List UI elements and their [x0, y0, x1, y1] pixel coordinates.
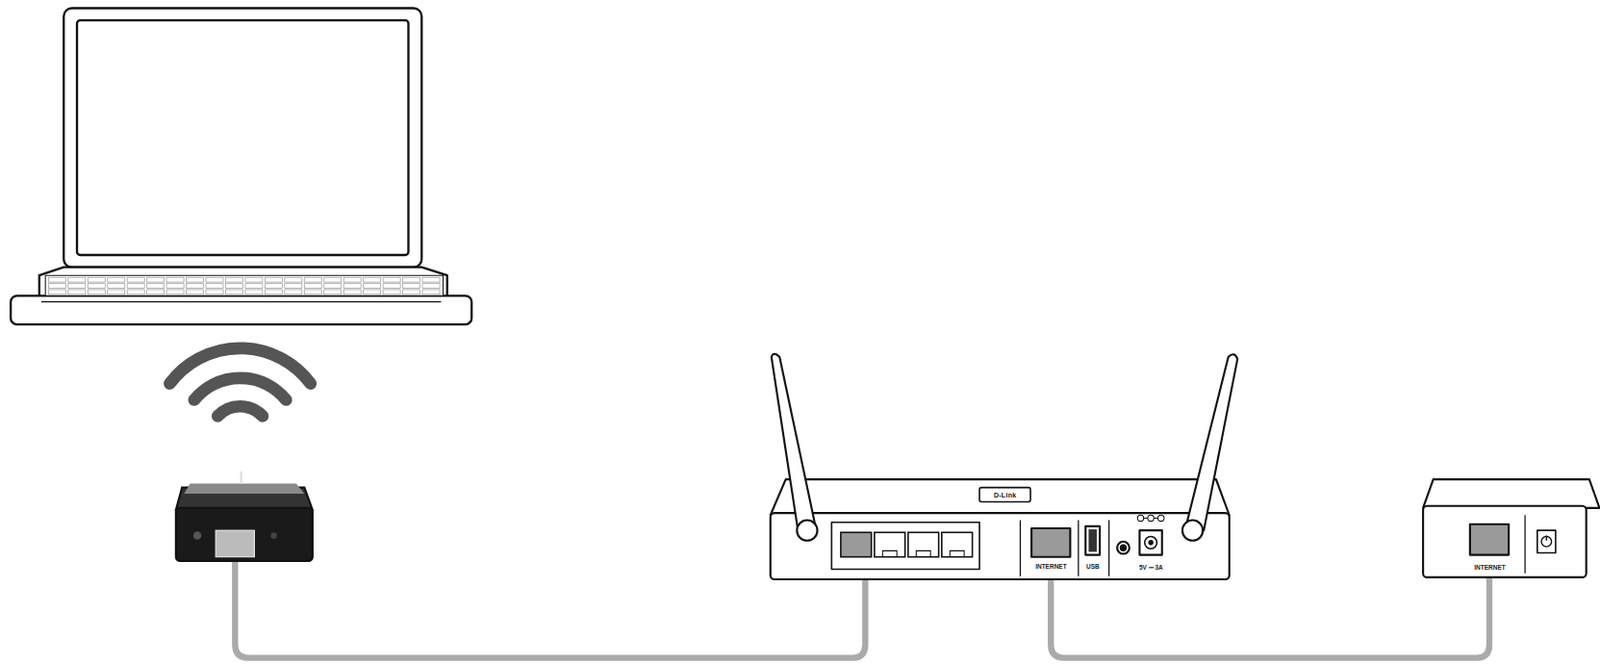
brand-logo: D-Link — [993, 491, 1017, 499]
antenna-left — [771, 354, 818, 541]
wireless-adapter — [176, 471, 313, 561]
router — [770, 354, 1238, 580]
port-label: INTERNET — [1473, 563, 1506, 571]
port-label: USB — [1086, 562, 1100, 570]
modem — [1422, 479, 1600, 578]
antenna-right — [1182, 354, 1238, 541]
power-rating: 5V ⎓ 3A — [1139, 563, 1164, 571]
laptop — [10, 7, 472, 325]
wifi-waves — [169, 348, 310, 417]
keyboard-keys — [48, 277, 440, 294]
lan-ports — [840, 532, 973, 557]
port-label: INTERNET — [1035, 562, 1067, 570]
